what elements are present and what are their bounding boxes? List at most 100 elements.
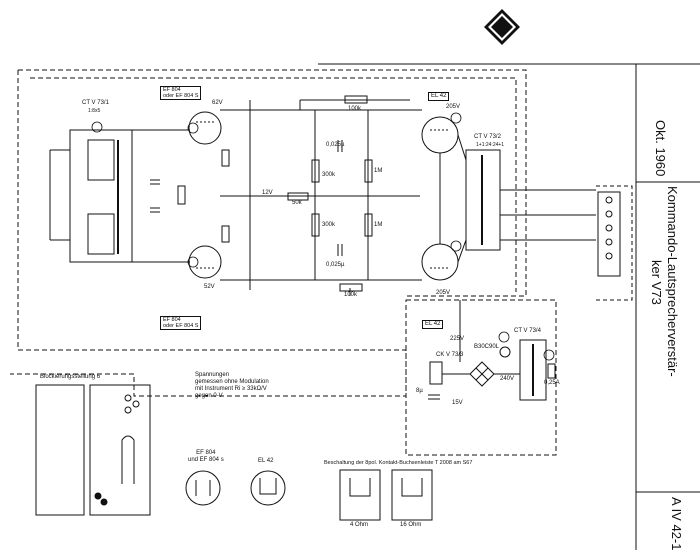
value-r-pot: 50k <box>292 200 302 206</box>
resistor-grid <box>177 185 186 205</box>
label-el42-top: EL 42 <box>428 92 450 101</box>
socket-el42-pins <box>259 478 277 495</box>
voltage-15: 15V <box>452 400 463 406</box>
value-fuse: 0,25A <box>544 380 560 386</box>
value-r-bottom: 100k <box>344 292 358 298</box>
label-ef804-top: EF 804 oder EF 804 S <box>160 86 202 100</box>
pilot-lamp <box>499 346 511 358</box>
wire-out-bottom <box>457 239 467 263</box>
label-input-transformer: CT V 73/1 <box>82 100 109 106</box>
output-connector-outline <box>596 185 633 301</box>
label-output-transformer: CT V 73/2 <box>474 134 501 140</box>
label-output-ratio: 1+1:24:24+1 <box>476 142 505 148</box>
title-date: Okt. 1960 <box>653 120 668 177</box>
note-4ohm: 4 Ohm <box>350 522 369 528</box>
note-16ohm: 16 Ohm <box>400 522 422 528</box>
label-input-ratio: 1:8x5 <box>88 108 101 114</box>
value-c-bottom: 0,025µ <box>326 262 345 268</box>
value-r-mid2: 300k <box>322 222 336 228</box>
fuse <box>547 363 556 379</box>
value-rectifier: B30C90L <box>474 344 500 350</box>
blocking-dot-1 <box>94 492 102 500</box>
label-el42-power: EL 42 <box>422 320 444 329</box>
rectifier-diode-2 <box>475 367 489 381</box>
voltage-ef-top: 62V <box>212 100 223 106</box>
resistor-pot <box>287 192 309 201</box>
chassis-outline-outer <box>18 69 527 297</box>
voltage-240: 240V <box>500 376 515 382</box>
value-r-top: 100k <box>348 106 362 112</box>
connector-pin-5 <box>605 252 613 260</box>
note-blocking-position: Blockierungsstellung 6 <box>40 374 101 380</box>
title-line-2: ker V73 <box>649 260 664 305</box>
output-connector <box>597 191 621 277</box>
voltage-mid: 12V <box>262 190 273 196</box>
choke-coil <box>429 361 443 385</box>
power-supply-outline <box>405 299 557 456</box>
title-line-1: Kommando-Lautsprecherverstär- <box>665 186 680 377</box>
label-choke: CK V 73/3 <box>436 352 464 358</box>
ref-circle-7 <box>543 349 555 361</box>
label-power-transformer: CT V 73/4 <box>514 328 541 334</box>
resistor-mid-1 <box>311 159 320 183</box>
connector-pin-2 <box>605 210 613 218</box>
resistor-r-top <box>344 95 368 104</box>
resistor-1m-a <box>364 159 373 183</box>
contact-strip-4ohm-wiring <box>349 478 371 497</box>
blocking-hole-1 <box>124 394 132 402</box>
voltage-ef-bottom: 52V <box>204 284 215 290</box>
voltage-el-top: 205V <box>446 104 461 110</box>
chassis-outline-lower <box>10 70 407 397</box>
resistor-ef-bottom <box>221 225 230 243</box>
ref-circle-5 <box>450 240 462 252</box>
blocking-left-panel <box>35 384 85 516</box>
input-transformer-core-top <box>87 139 115 181</box>
ref-circle-3 <box>187 256 199 268</box>
value-r-mid1: 300k <box>322 172 336 178</box>
value-c-top: 0,025µ <box>326 142 345 148</box>
socket-ef804-pins <box>195 480 211 496</box>
ref-circle-4 <box>450 112 462 124</box>
ref-circle-6 <box>498 331 510 343</box>
value-c-8: 8µ <box>416 388 423 394</box>
tube-ef804-top <box>188 111 222 145</box>
connector-pin-3 <box>605 224 613 232</box>
blocking-hole-3 <box>124 406 132 414</box>
input-transformer-core-bottom <box>87 213 115 255</box>
note-socket-ef804: EF 804 und EF 804 s <box>188 450 224 463</box>
input-transformer-box <box>69 129 133 263</box>
label-ef804-bottom: EF 804 oder EF 804 S <box>160 316 202 330</box>
telefunken-logo <box>483 8 521 46</box>
contact-strip-16ohm <box>391 469 433 521</box>
blocking-right-panel <box>89 384 151 516</box>
voltage-supply: 225V <box>450 336 465 342</box>
tube-ef804-bottom <box>188 245 222 279</box>
output-transformer-box <box>465 149 501 251</box>
title-drawing-number: A IV 42-1 <box>669 497 684 551</box>
contact-strip-16ohm-wiring <box>401 478 423 497</box>
voltage-el-bottom: 205V <box>436 290 451 296</box>
contact-strip-4ohm <box>339 469 381 521</box>
resistor-1m-b <box>364 213 373 237</box>
blocking-slot <box>121 435 135 484</box>
blocking-hole-2 <box>132 400 140 408</box>
socket-ef804 <box>185 470 221 506</box>
tube-el42-top <box>421 116 459 154</box>
connector-pin-1 <box>605 196 613 204</box>
resistor-ef-top <box>221 149 230 167</box>
power-transformer-box <box>519 339 547 401</box>
note-voltages: Spannungen gemessen ohne Modulation mit … <box>195 372 269 399</box>
resistor-mid-2 <box>311 213 320 237</box>
value-r-1m-b: 1M <box>374 222 383 228</box>
ref-circle-2 <box>187 122 199 134</box>
note-contact-strip: Beschaltung der 8pol. Kontakt-Buchsenlei… <box>324 460 473 466</box>
resistor-r-bottom <box>339 283 363 292</box>
blocking-dot-2 <box>100 498 108 506</box>
wire-out-top <box>457 134 467 161</box>
note-socket-el42: EL 42 <box>258 458 274 464</box>
ref-circle-1 <box>91 121 103 133</box>
connector-pin-4 <box>605 238 613 246</box>
value-r-1m-a: 1M <box>374 168 383 174</box>
